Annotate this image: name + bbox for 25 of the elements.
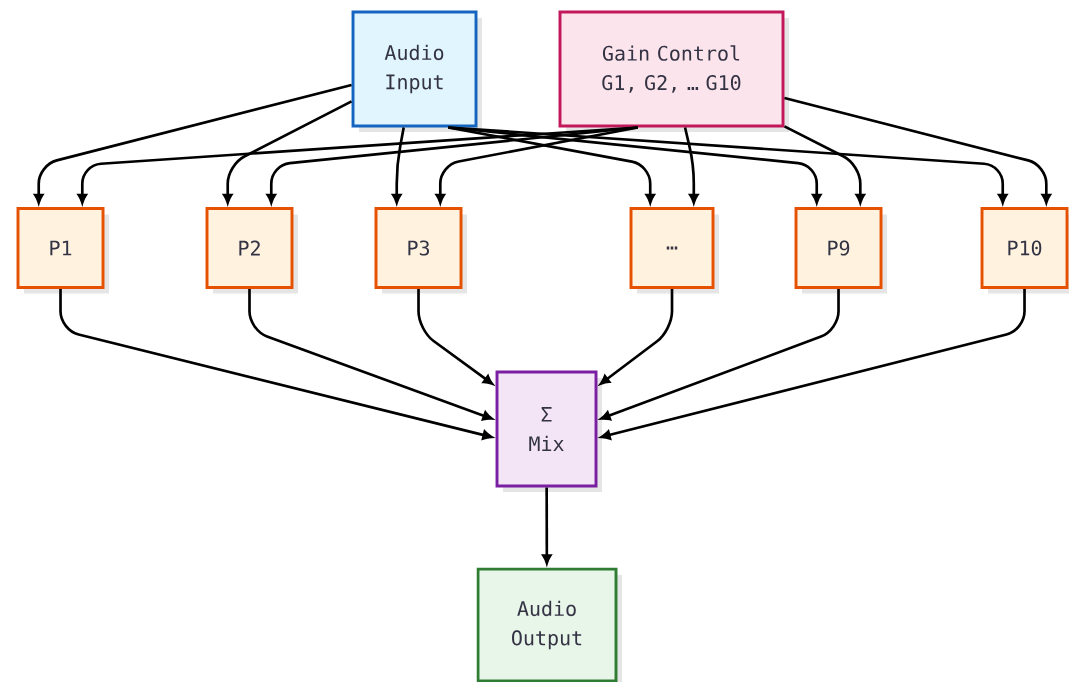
arrow xyxy=(391,127,405,204)
arrow xyxy=(784,96,1052,204)
control-box: Gain Control G1, G2, … G10 xyxy=(558,10,789,132)
arrow xyxy=(600,288,840,421)
arrow xyxy=(683,127,699,204)
arrow xyxy=(542,487,552,565)
process-box: P10 xyxy=(980,207,1069,294)
arrow xyxy=(33,83,352,204)
arrow xyxy=(417,288,494,385)
process-box: P1 xyxy=(16,207,109,294)
arrow xyxy=(783,125,866,204)
process-box: P3 xyxy=(374,207,467,294)
output-box: Audio Output xyxy=(476,567,622,682)
mixer-box: Σ Mix xyxy=(495,370,602,492)
arrow xyxy=(222,100,353,204)
arrow xyxy=(600,288,1026,440)
process-box: P9 xyxy=(794,207,887,294)
arrow xyxy=(599,288,674,385)
input-box: Audio Input xyxy=(351,10,482,132)
arrow xyxy=(266,126,638,204)
process-box: … xyxy=(629,207,719,294)
arrow xyxy=(248,288,493,421)
arrow xyxy=(59,288,493,440)
arrow xyxy=(448,126,1008,204)
process-box: P2 xyxy=(205,207,298,294)
